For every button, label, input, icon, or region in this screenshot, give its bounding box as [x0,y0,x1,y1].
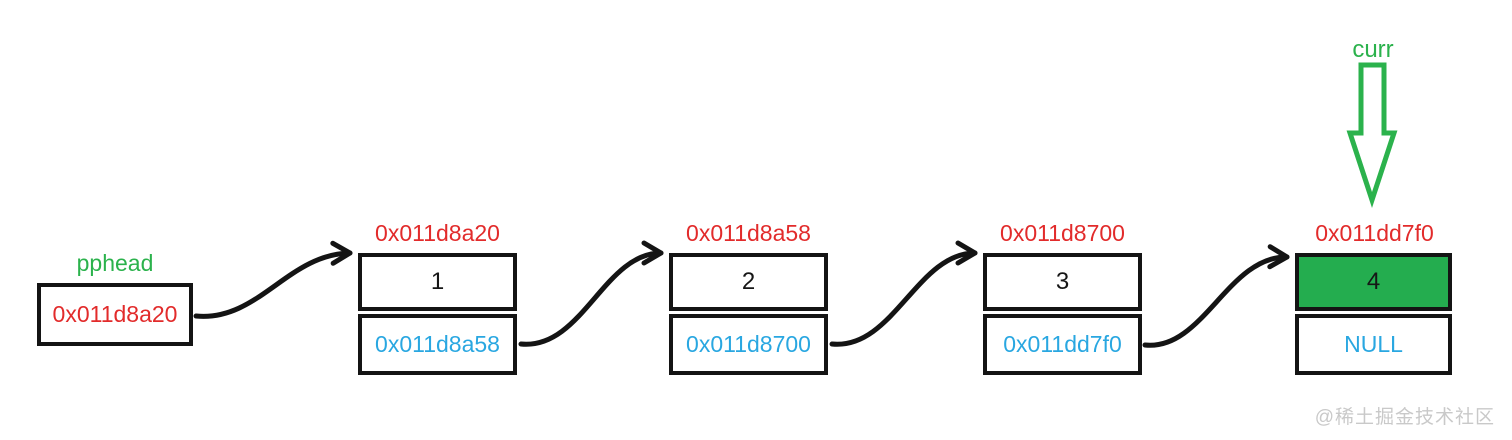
node-value-cell: 3 [983,253,1142,311]
node-address: 0x011d8a58 [686,220,811,246]
list-node-1: 0x011d8a20 1 0x011d8a58 [358,220,517,375]
node-value-cell: 2 [669,253,828,311]
node-value-cell: 1 [358,253,517,311]
list-node-3: 0x011d8700 3 0x011dd7f0 [983,220,1142,375]
pphead-value: 0x011d8a20 [52,301,178,327]
pphead-pointer-box: pphead 0x011d8a20 [37,250,193,346]
list-node-4: 0x011dd7f0 4 NULL [1295,220,1452,375]
node-next-cell: NULL [1295,314,1452,375]
curr-down-arrow-icon [1346,62,1398,209]
node-next-cell: 0x011dd7f0 [983,314,1142,375]
node-address: 0x011d8700 [1000,220,1125,246]
node-next-cell: 0x011d8700 [669,314,828,375]
node2-to-node3-arrow [829,240,978,347]
list-node-2: 0x011d8a58 2 0x011d8700 [669,220,828,375]
watermark: @稀土掘金技术社区 [1314,407,1495,428]
pphead-value-box: 0x011d8a20 [37,283,193,346]
node1-to-node2-arrow [518,240,664,347]
node-next-cell: 0x011d8a58 [358,314,517,375]
node-address: 0x011dd7f0 [1315,220,1434,246]
curr-label: curr [1352,36,1394,63]
node-address: 0x011d8a20 [375,220,500,246]
node3-to-node4-arrow [1142,244,1290,348]
pphead-to-node1-arrow [193,240,353,319]
pphead-label: pphead [76,250,154,276]
node-value-cell: 4 [1295,253,1452,311]
